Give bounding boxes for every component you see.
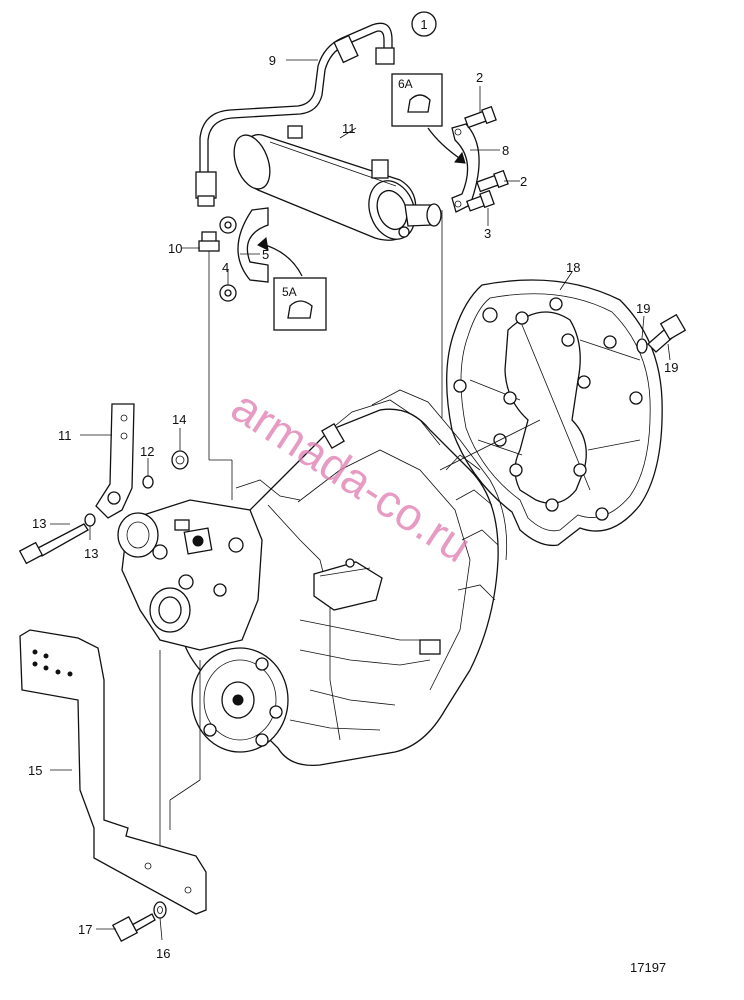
callout-2-upper: 2 bbox=[476, 70, 483, 85]
callout-10: 11 bbox=[58, 428, 72, 443]
washer-15 bbox=[153, 901, 167, 919]
washer-11-upper bbox=[142, 475, 154, 489]
oil-cooler bbox=[233, 125, 442, 241]
callout-15: 16 bbox=[156, 946, 170, 961]
valve-block bbox=[117, 499, 263, 651]
clamp-6 bbox=[451, 105, 509, 213]
bolt-19 bbox=[647, 313, 687, 353]
callout-19: 19 bbox=[664, 360, 678, 375]
washer-18 bbox=[636, 338, 648, 354]
callout-17: 18 bbox=[566, 260, 580, 275]
callout-7: 9 bbox=[269, 53, 276, 68]
bracket-14 bbox=[19, 629, 207, 915]
callout-6: 8 bbox=[502, 143, 509, 158]
adapter-plate bbox=[446, 279, 663, 547]
callout-labels: 9 11 2 8 2 3 5 4 10 18 19 19 11 14 12 13… bbox=[28, 53, 678, 961]
detail-box-5a: 5A bbox=[257, 237, 327, 331]
callout-4: 4 bbox=[222, 260, 229, 275]
callout-3: 3 bbox=[484, 226, 491, 241]
nut-13 bbox=[171, 450, 189, 470]
callout-leaders bbox=[50, 59, 671, 941]
callout-11-lower: 13 bbox=[84, 546, 98, 561]
callout-11-upper: 12 bbox=[140, 444, 154, 459]
callout-2-lower: 2 bbox=[520, 174, 527, 189]
callout-13: 14 bbox=[172, 412, 186, 427]
detail-label-6a: 6A bbox=[398, 77, 413, 91]
view-marker: 1 bbox=[411, 11, 437, 37]
washer-11-lower bbox=[84, 513, 96, 527]
callout-5: 5 bbox=[262, 247, 269, 262]
detail-label-5a: 5A bbox=[282, 285, 297, 299]
callout-9: 11 bbox=[342, 121, 356, 136]
clamp-5 bbox=[219, 207, 269, 302]
detail-box-6a: 6A bbox=[391, 73, 466, 164]
assembly-lines bbox=[159, 210, 541, 860]
output-flange bbox=[191, 647, 289, 753]
callout-12: 13 bbox=[32, 516, 46, 531]
bracket-10 bbox=[95, 403, 135, 519]
callout-16: 17 bbox=[78, 922, 92, 937]
bolt-12 bbox=[18, 523, 89, 565]
connector-fitting bbox=[198, 231, 220, 460]
cooling-pipe bbox=[195, 22, 395, 207]
callout-8: 10 bbox=[168, 241, 182, 256]
callout-14: 15 bbox=[28, 763, 42, 778]
figure-number: 17197 bbox=[630, 960, 666, 975]
callout-18: 19 bbox=[636, 301, 650, 316]
bolt-16 bbox=[111, 913, 156, 943]
view-marker-label: 1 bbox=[420, 17, 427, 32]
